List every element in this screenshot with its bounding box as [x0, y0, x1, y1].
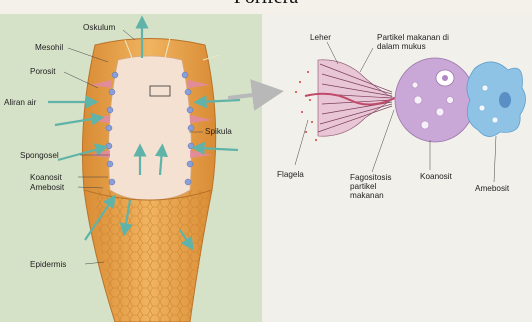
label-amebosit-left: Amebosit: [30, 183, 64, 192]
choanocyte-enlargement: [295, 58, 526, 142]
label-porosit: Porosit: [30, 67, 55, 76]
label-koanosit-right: Koanosit: [420, 172, 452, 181]
label-aliran-air: Aliran air: [4, 98, 44, 107]
label-flagela: Flagela: [277, 170, 304, 179]
spongocoel: [109, 56, 192, 200]
label-spikula: Spikula: [205, 127, 232, 136]
label-partikel: Partikel makanan di dalam mukus: [377, 33, 472, 51]
label-spongosel: Spongosel: [20, 151, 59, 160]
label-koanosit-left: Koanosit: [30, 173, 62, 182]
label-epidermis: Epidermis: [30, 260, 66, 269]
label-leher: Leher: [310, 33, 331, 42]
label-mesohil: Mesohil: [35, 43, 63, 52]
label-oskulum: Oskulum: [83, 23, 115, 32]
label-amebosit-right: Amebosit: [475, 184, 509, 193]
right-panel-bg: [262, 14, 532, 322]
label-fagositosis: Fagositosis partikel makanan: [350, 173, 410, 200]
